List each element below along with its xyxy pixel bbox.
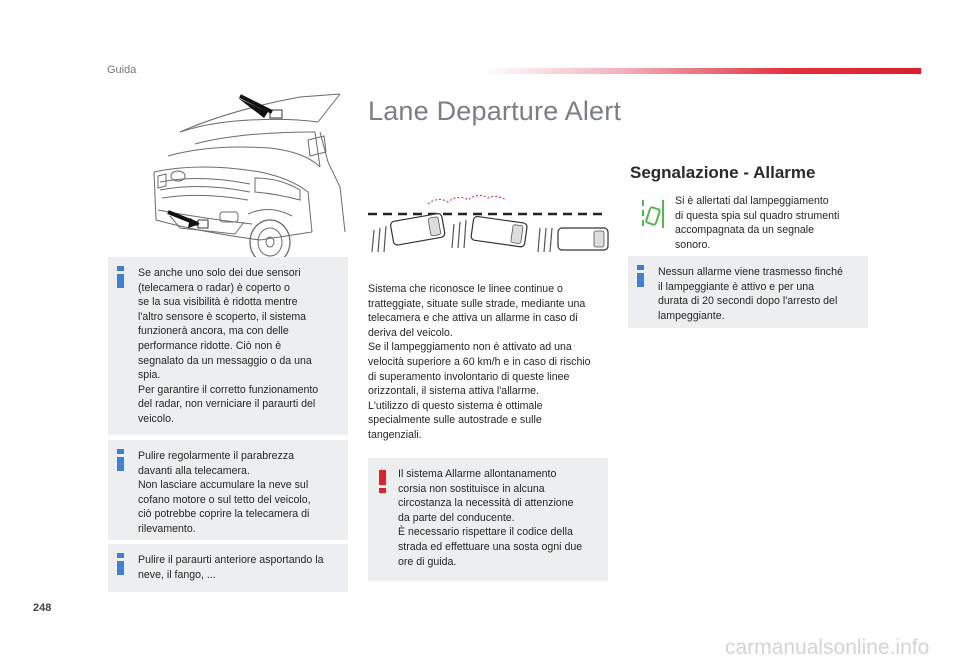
lamp-description: Si è allertati dal lampeggiamento di que… <box>675 195 840 251</box>
info-icon <box>117 449 124 471</box>
info-icon <box>117 553 124 575</box>
lane-departure-illustration <box>368 194 609 253</box>
section-title-alarm: Segnalazione - Allarme <box>630 163 816 182</box>
warning-icon <box>379 470 386 493</box>
page-title: Lane Departure Alert <box>368 96 622 126</box>
alarm-info-box: Nessun allarme viene trasmesso finché il… <box>628 256 868 328</box>
sensor-info-box: Se anche uno solo dei due sensori (telec… <box>108 257 348 435</box>
vehicle-sensor-illustration <box>153 93 346 262</box>
lane-departure-warning-lamp-icon <box>642 200 664 228</box>
bumper-cleaning-info-box: Pulire il paraurti anteriore asportando … <box>108 544 348 592</box>
windshield-cleaning-info-box: Pulire regolarmente il parabrezza davant… <box>108 440 348 540</box>
header-accent-bar <box>480 68 921 74</box>
system-description: Sistema che riconosce le linee continue … <box>368 283 591 441</box>
info-icon <box>637 265 644 287</box>
warning-box: Il sistema Allarme allontanamento corsia… <box>368 458 608 581</box>
watermark: carmanualsonline.info <box>725 636 930 659</box>
page-number: 248 <box>33 602 52 614</box>
info-icon <box>117 266 124 288</box>
section-label: Guida <box>107 64 137 76</box>
